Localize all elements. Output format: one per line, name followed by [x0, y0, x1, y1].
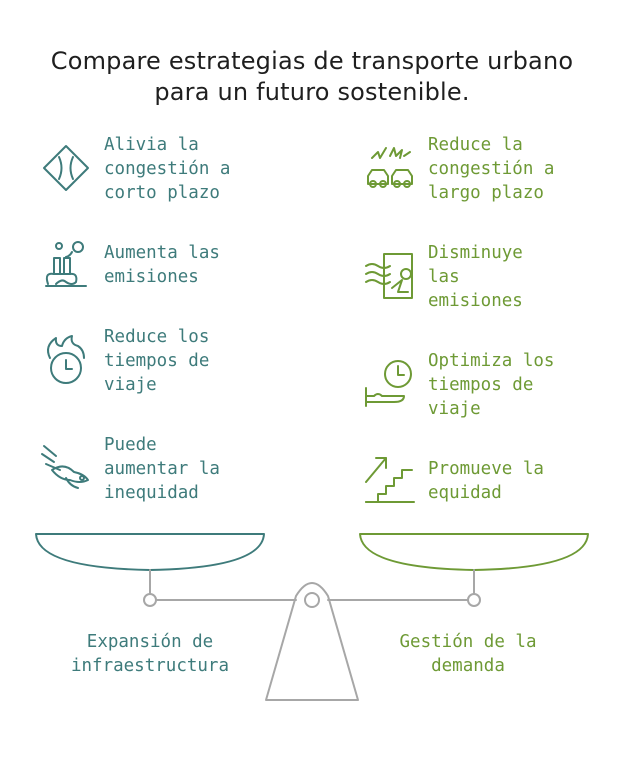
right-pivot: [467, 593, 481, 607]
left-item-4-text: Puede aumentar la inequidad: [104, 435, 220, 503]
center-pivot: [304, 592, 320, 608]
left-pivot: [143, 593, 157, 607]
stairs-up-icon: [365, 457, 415, 503]
air-map-icon: [365, 253, 413, 299]
right-strategy-label: Gestión de la demanda: [399, 632, 537, 676]
left-item-2-text: Aumenta las emisiones: [104, 243, 220, 287]
right-item-1-text: Reduce la congestión a largo plazo: [428, 135, 555, 203]
cars-traffic-icon: [367, 147, 413, 188]
right-item-2-text: Disminuye las emisiones: [428, 243, 523, 311]
left-item-1-text: Alivia la congestión a corto plazo: [104, 135, 231, 203]
left-item-3-text: Reduce los tiempos de viaje: [104, 327, 210, 395]
right-pan: [359, 533, 589, 571]
factory-smoke-icon: [45, 241, 87, 287]
right-item-3-text: Optimiza los tiempos de viaje: [428, 351, 555, 419]
injured-person-icon: [41, 445, 89, 489]
clock-hand-icon: [365, 360, 412, 407]
right-item-4-text: Promueve la equidad: [428, 459, 544, 503]
title-line-2: para un futuro sostenible.: [154, 78, 470, 106]
road-diamond-icon: [43, 145, 89, 191]
title-line-1: Compare estrategias de transporte urbano: [50, 47, 574, 75]
left-pan: [35, 533, 265, 571]
left-strategy-label: Expansión de infraestructura: [70, 632, 230, 676]
clock-fire-icon: [47, 335, 85, 384]
scale-base: [265, 582, 359, 701]
page-title: Compare estrategias de transporte urbano…: [0, 46, 624, 108]
